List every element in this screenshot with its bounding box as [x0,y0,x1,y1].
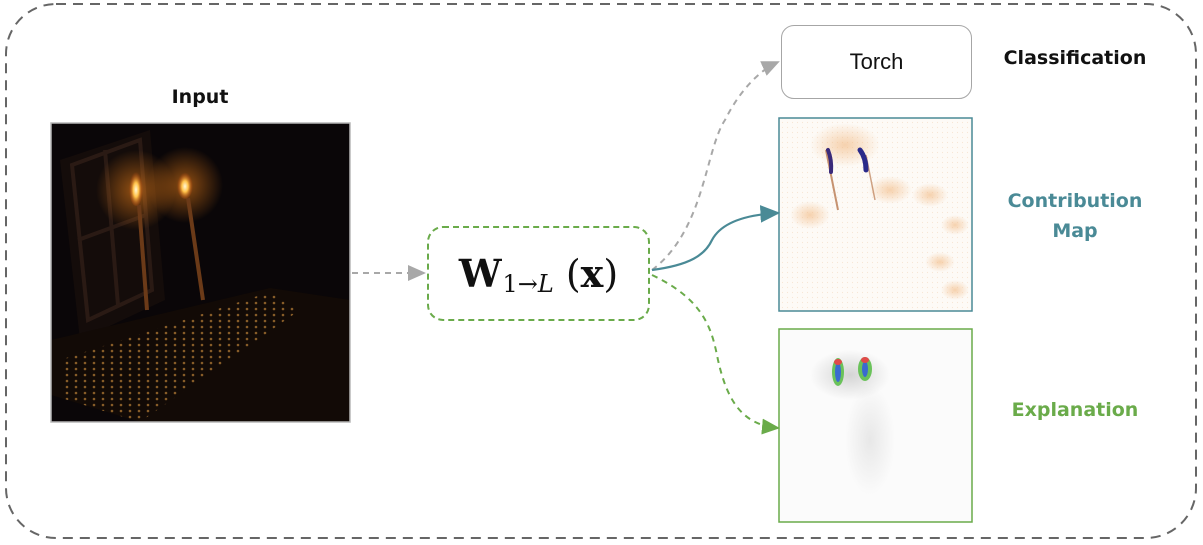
classification-result-text: Torch [849,49,904,74]
operator-argument: x [580,251,604,296]
input-image [50,122,351,423]
operator-subscript: 1→L [502,269,554,298]
contribution-map-label: Contribution Map [985,186,1165,246]
classification-result-box: Torch [781,25,972,99]
explanation-label: Explanation [1011,399,1139,421]
arrow-operator-to-contribution [651,205,781,272]
contribution-map-image [778,117,973,312]
contribution-label-line1: Contribution [1007,190,1143,212]
operator-symbol: W [458,251,502,296]
arrow-operator-to-classification [651,61,780,271]
arrow-operator-to-explanation [651,274,780,435]
outer-frame [5,3,1197,539]
input-label: Input [171,86,229,108]
contribution-label-line2: Map [1052,220,1098,242]
explanation-image [778,328,973,523]
classification-label: Classification [1003,47,1147,69]
